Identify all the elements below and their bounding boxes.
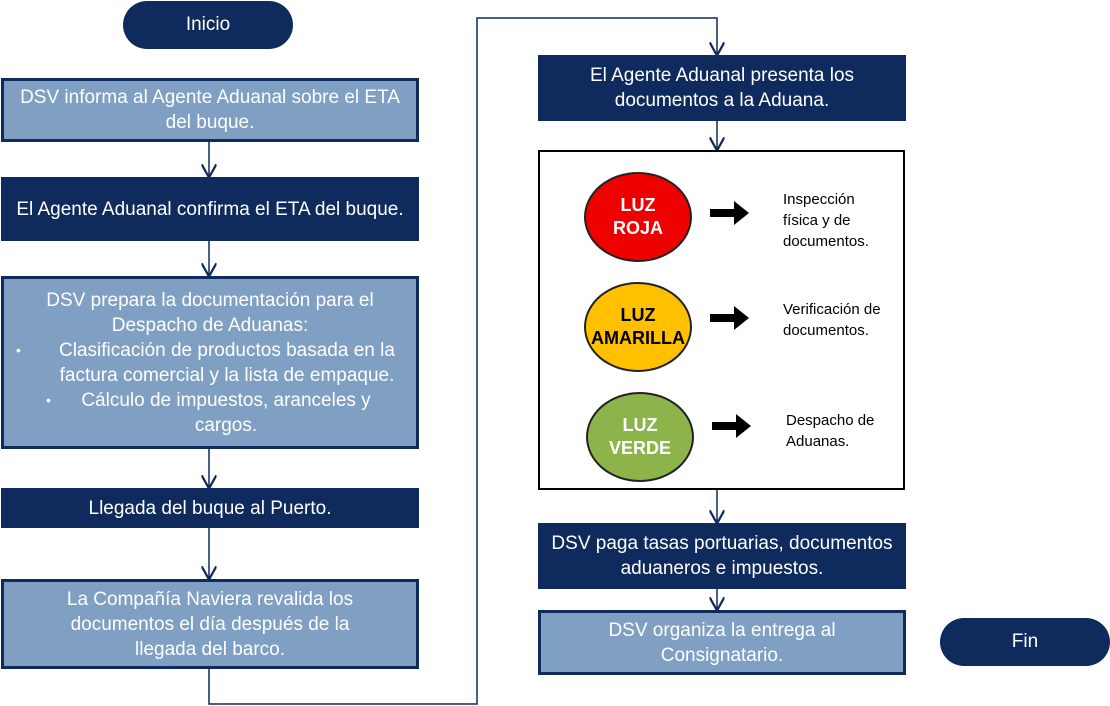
step-8: DSV organiza la entrega al Consignatario…	[538, 610, 906, 675]
step-text: DSV organiza la entrega al Consignatario…	[608, 619, 836, 666]
bullet-item: • Clasificación de productos basada en la…	[10, 338, 410, 388]
bullet-icon: •	[46, 391, 51, 408]
step-text: DSV paga tasas portuarias, documentos ad…	[551, 533, 893, 579]
light-label: LUZ	[620, 195, 656, 215]
light-label: AMARILLA	[591, 328, 685, 348]
light-label: LUZ	[622, 415, 658, 435]
step-7: DSV paga tasas portuarias, documentos ad…	[538, 523, 906, 589]
arrow-5	[208, 17, 717, 705]
light-label: VERDE	[608, 438, 671, 458]
step-3: DSV prepara la documentación para el Des…	[1, 276, 419, 449]
step-2: El Agente Aduanal confirma el ETA del bu…	[1, 177, 419, 241]
step-5: La Compañía Naviera revalida los documen…	[1, 579, 419, 669]
yellow-result: Verificación de documentos.	[783, 301, 881, 339]
end-node: Fin	[940, 618, 1110, 666]
step-4: Llegada del buque al Puerto.	[1, 488, 419, 528]
step-text: El Agente Aduanal presenta los documento…	[589, 65, 855, 111]
bullet-text: Clasificación de productos basada en la …	[59, 339, 395, 386]
arrow-right-icon	[710, 306, 749, 330]
red-light: LUZ ROJA	[584, 172, 692, 262]
bullet-text: Cálculo de impuestos, aranceles y cargos…	[81, 389, 371, 436]
step-1: DSV informa al Agente Aduanal sobre el E…	[1, 78, 419, 142]
step-text: Llegada del buque al Puerto.	[88, 497, 332, 519]
step-text: DSV informa al Agente Aduanal sobre el E…	[20, 87, 400, 133]
bullet-icon: •	[16, 341, 21, 358]
arrow-right-icon	[712, 414, 751, 438]
step-text: El Agente Aduanal confirma el ETA del bu…	[16, 198, 404, 220]
yellow-light: LUZ AMARILLA	[584, 282, 692, 372]
step-6: El Agente Aduanal presenta los documento…	[538, 55, 906, 121]
green-light: LUZ VERDE	[586, 392, 694, 482]
arrow-right-icon	[710, 201, 749, 225]
bullet-item: • Cálculo de impuestos, aranceles y cargo…	[10, 388, 410, 438]
green-result: Despacho de Aduanas.	[786, 412, 875, 450]
light-label: ROJA	[612, 218, 663, 238]
light-label: LUZ	[620, 305, 656, 325]
red-result: Inspección física y de documentos.	[783, 191, 869, 250]
start-node: Inicio	[123, 1, 293, 49]
step-text: La Compañía Naviera revalida los documen…	[66, 588, 354, 660]
step-title: DSV prepara la documentación para el Des…	[46, 289, 374, 336]
